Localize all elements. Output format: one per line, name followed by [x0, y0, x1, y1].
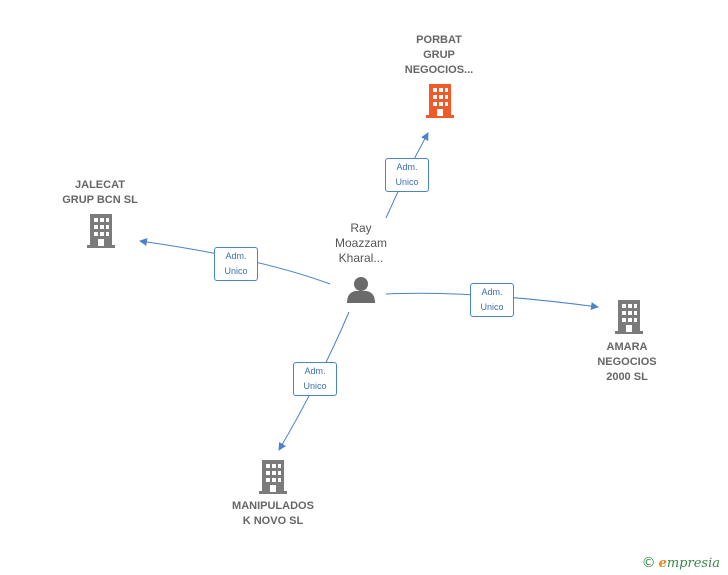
edge-role-type: Unico	[303, 381, 327, 391]
edge-badge-porbat[interactable]: Adm. Unico	[385, 158, 429, 192]
edge-badge-jalecat[interactable]: Adm. Unico	[214, 247, 258, 281]
edge-role: Adm.	[481, 287, 503, 297]
edge-role: Adm.	[225, 251, 247, 261]
edge-badge-manipulados[interactable]: Adm. Unico	[293, 362, 337, 396]
company-name-amara[interactable]: AMARA NEGOCIOS 2000 SL	[597, 341, 657, 383]
edge-role-type: Unico	[480, 302, 504, 312]
edge-role-type: Unico	[224, 266, 248, 276]
edge-role-type: Unico	[395, 177, 419, 187]
copyright-icon: ©	[641, 555, 656, 571]
company-name-manipulados[interactable]: MANIPULADOS K NOVO SL	[232, 500, 314, 527]
building-icon[interactable]	[87, 214, 115, 248]
company-name-porbat[interactable]: PORBAT GRUP NEGOCIOS...	[404, 34, 474, 76]
brand-logo: ©empresia	[642, 555, 720, 571]
edge-badge-amara[interactable]: Adm. Unico	[470, 283, 514, 317]
brand-initial: e	[658, 556, 667, 571]
building-icon[interactable]	[259, 460, 287, 494]
edge-role: Adm.	[396, 162, 418, 172]
person-name[interactable]: Ray Moazzam Kharal...	[334, 221, 387, 265]
building-icon[interactable]	[615, 300, 643, 334]
person-icon[interactable]	[347, 277, 375, 303]
company-name-jalecat[interactable]: JALECAT GRUP BCN SL	[62, 179, 138, 206]
brand-name: mpresia	[666, 556, 720, 571]
building-icon[interactable]	[426, 84, 454, 118]
edge-role: Adm.	[304, 366, 326, 376]
